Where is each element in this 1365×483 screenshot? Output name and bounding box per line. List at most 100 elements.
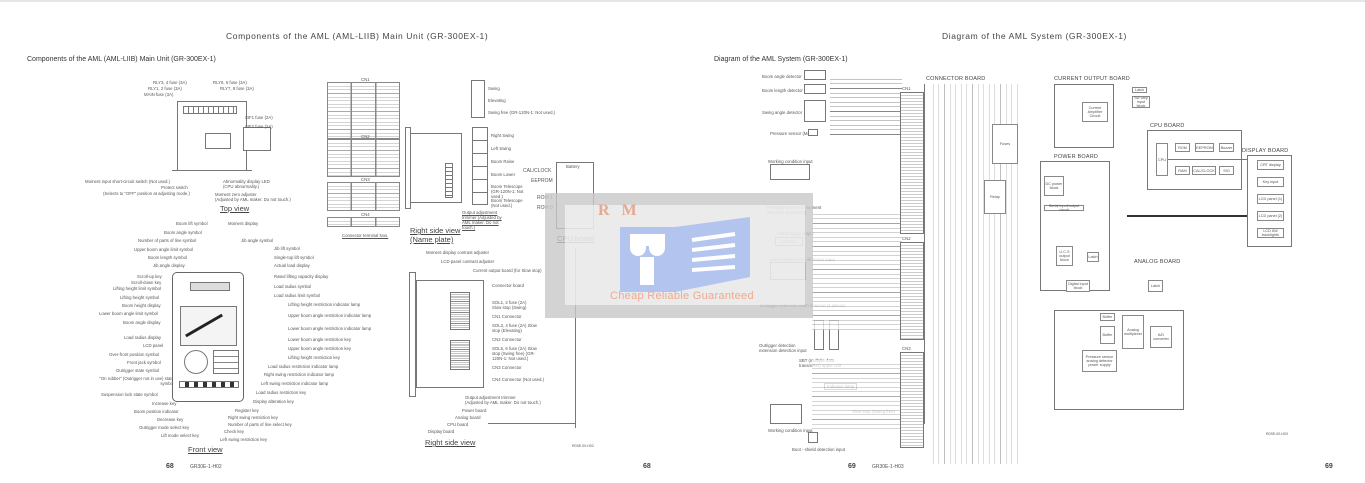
wire-bundle [830,75,902,135]
callout-label: Boom height display [122,303,161,308]
callout-label: SOL1, 2 fuse (2A) Slow stop (Swing) [492,300,527,310]
ram-chip: RAM [1175,166,1190,175]
cn3-table [327,182,400,211]
table-header: CN4 [361,212,370,217]
pressure-sensor-main [808,129,818,136]
callout-label: SOL3, 4 fuse (2A) Slow stop (Elevating) [492,323,537,333]
right-side-view-caption: Right side view [425,438,476,447]
base-plate [172,170,252,171]
fuse-label: RLY1, 2 fuse (3A) [148,86,182,91]
cn1-connector [900,92,924,234]
latch-block: Latch [1132,87,1147,93]
callout-label: Upper boom angle restriction key [288,346,352,351]
key-row [179,381,239,388]
top-border [0,0,1365,2]
callout-label: Load radius display [124,335,162,340]
cpu-pointer-hline [488,423,576,424]
led-label: (CPU abnormality.) [223,184,260,189]
cn4-table [327,217,400,227]
cal-clock-chip: CAL/CLOCK [1192,166,1216,175]
fuse-function-label: Swing [488,86,500,91]
watermark-tagline: Cheap Reliable Guaranteed [610,290,754,302]
board-title: CPU BOARD [1150,123,1185,129]
name-plate-body [410,133,462,203]
callout-label: Moment display [228,221,259,226]
name-plate-inset [243,127,271,151]
cpu-part-label: CAL/CLOCK [523,168,552,174]
board-title: CONNECTOR BOARD [926,76,986,82]
figure-code-right: R0SE-00-H03 [1266,432,1288,436]
callout-label: Upper boom angle limit symbol [134,247,193,252]
callout-label: Right swing restriction key [228,415,278,420]
working-condition-input [770,164,810,180]
doc-code-right: GR30E-1-H03 [872,464,904,470]
callout-label: Load radius restriction key [256,390,307,395]
callout-label: Jib lift symbol [274,246,300,251]
callout-label: CN2 Connector [492,337,522,342]
callout-label: Increase key [152,401,177,406]
callout-label: LCD panel contrast adjuster [441,259,495,264]
cn3-connector [900,352,924,448]
callout-label: Scroll-down key [131,280,162,285]
terminal-strip [445,163,453,198]
callout-label: Power board [462,408,487,413]
switch-panel [205,133,231,149]
callout-label: Display alteration key [253,399,294,404]
page-number-left: 68 [166,463,174,470]
cpu-pointer-line [575,248,576,428]
page-number-right-inner: 69 [848,463,856,470]
analog-latch-block: Latch [1148,280,1163,292]
wire-bundle [812,360,902,430]
callout-label: Left swing restriction indicator lamp [261,381,329,386]
callout-label: Scroll-up key [137,274,162,279]
cpu-part-label: ROM 0 [537,205,553,211]
callout-label: Lifting height restriction indicator lam… [288,302,361,307]
crt-display-block: CRT display [1257,160,1284,170]
callout-label: Connector board [492,283,525,288]
connector-label: CN2 [902,236,911,241]
fuse-label: RLY5, 6 fuse (3A) [213,80,247,85]
front-jack-dial [184,350,208,374]
watermark-brand: R M [598,202,641,219]
board-title: CURRENT OUTPUT BOARD [1054,76,1130,82]
sw-input-block: Sw vary input block [1132,96,1150,108]
cn2-table [327,139,400,177]
table-caption: Connector terminal Nos. [342,233,389,238]
callout-label: SOL5, 6 fuse (2A) Slow stop (Swing free)… [492,346,537,361]
callout-label: Over-front position symbol [109,352,160,357]
pressure-supply-block: Pressure sensor analog detector power su… [1082,350,1117,372]
callout-label: Decrease key [157,417,184,422]
callout-label: Rated lifting capacity display [274,274,329,279]
cn1-table [327,82,400,139]
callout-label: Boom angle symbol [164,230,202,235]
right-page-header-title: Diagram of the AML System (GR-300EX-1) [942,31,1127,41]
callout-label: Lift mode select key [161,433,199,438]
cpu-part-label: Battery [566,164,580,169]
callout-label: Current output board (for Slow stop) [473,268,542,273]
table-header: CN2 [361,134,370,139]
led-label: Abnormality display LED [223,179,270,184]
callout-label: Check key [224,429,245,434]
callout-label: Boom length symbol [148,255,187,260]
input-label: Working condition input [768,428,813,433]
callout-label: Lower boom angle limit symbol [99,311,158,316]
page-number-right: 69 [1325,463,1333,470]
switch-label: Moment input short-circuit switch (Not u… [85,179,171,184]
wrench-logo-icon [620,217,750,292]
cpu-chip: CPU [1156,143,1168,176]
callout-label: Outrigger state symbol [116,368,160,373]
cpu-bus [1168,159,1250,160]
callout-label: Lifting height restriction key [288,355,341,360]
callout-label: Jib angle symbol [241,238,274,243]
digital-input-block: Digital input block [1066,280,1090,292]
cn2-connector [900,242,924,340]
moment-display [190,282,230,291]
restriction-keys [213,350,239,374]
buzzer-chip: Buzzer [1219,143,1234,152]
io-label: Left Swing [491,146,512,151]
io-label: Boom Telescope (Not used.) [491,198,523,208]
eeprom-chip: EEPROM [1195,143,1214,152]
callout-label: Lower boom angle restriction key [288,337,352,342]
callout-label: LCD panel [143,343,164,348]
callout-label: Lifting height symbol [120,295,160,300]
